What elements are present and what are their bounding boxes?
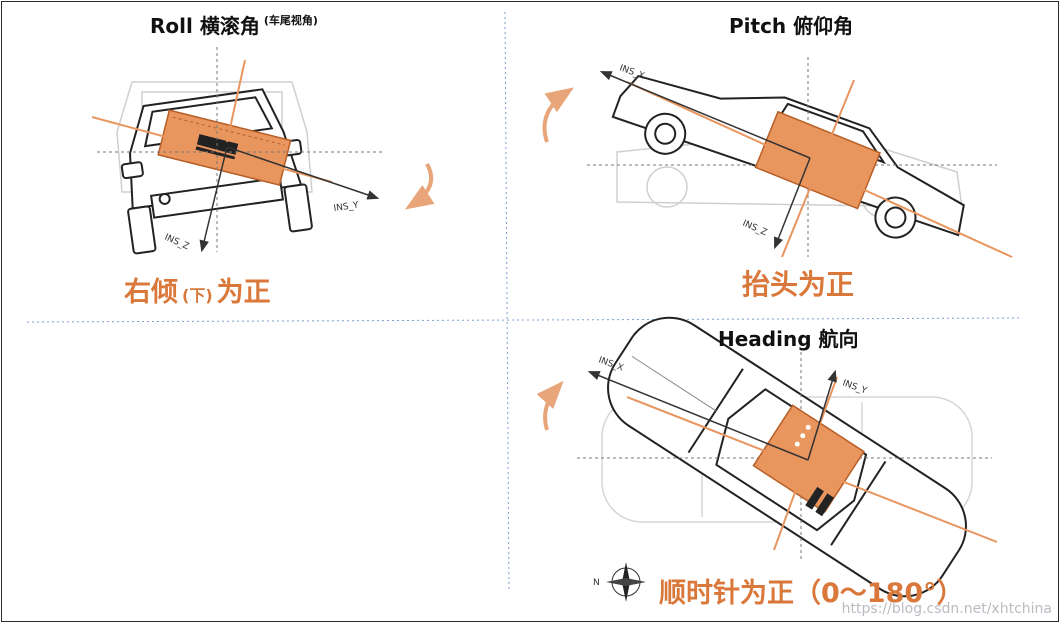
pitch-axis-x-label: INS_X xyxy=(618,63,646,81)
compass-icon: N xyxy=(593,562,646,602)
roll-axis-y-label: INS_Y xyxy=(333,201,360,214)
compass-letter: N xyxy=(593,578,600,588)
roll-title-note: (车尾视角) xyxy=(264,14,318,27)
pitch-title: Pitch 俯仰角 xyxy=(729,10,853,39)
heading-title: Heading 航向 xyxy=(718,323,859,352)
divider-vertical xyxy=(505,12,509,592)
divider-horizontal xyxy=(27,318,1022,322)
heading-axis-y-label: INS_Y xyxy=(841,378,868,396)
watermark: https://blog.csdn.net/xhtchina xyxy=(842,601,1052,617)
pitch-figure: INS_X INS_Z xyxy=(545,44,1013,258)
pitch-caption: 抬头为正 xyxy=(742,263,854,303)
pitch-axis-z-label: INS_Z xyxy=(741,219,769,239)
roll-figure: INS_Y INS_Z xyxy=(92,47,431,254)
pitch-rotation-arrow xyxy=(545,92,568,142)
roll-title-text: Roll 横滚角 xyxy=(150,14,260,38)
heading-rotation-arrow xyxy=(545,387,558,430)
roll-caption-b: (下) xyxy=(182,286,213,305)
roll-caption-a: 右倾 xyxy=(124,277,178,308)
roll-rotation-arrow xyxy=(412,164,431,205)
roll-axis-z-label: INS_Z xyxy=(163,233,191,253)
roll-title: Roll 横滚角 (车尾视角) xyxy=(150,10,318,39)
roll-caption-c: 为正 xyxy=(217,277,271,308)
roll-caption: 右倾(下)为正 xyxy=(124,270,271,309)
